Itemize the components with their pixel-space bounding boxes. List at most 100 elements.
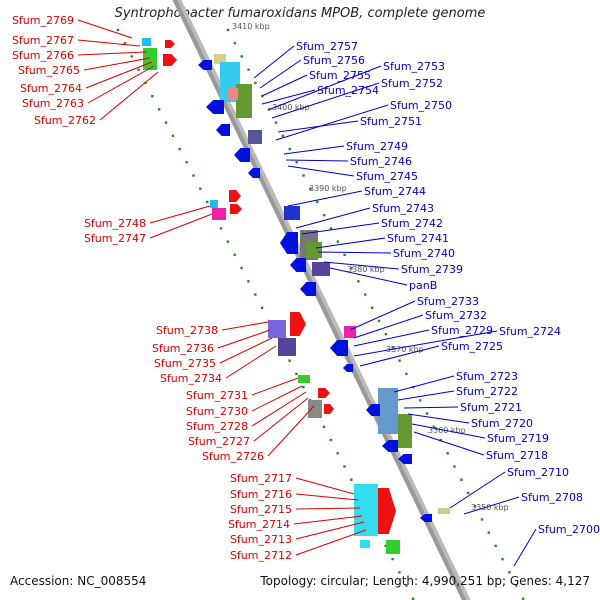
gene-label-reverse[interactable]: Sfum_2751 (360, 115, 422, 128)
gene-label-reverse[interactable]: Sfum_2733 (417, 295, 479, 308)
gene-label-reverse[interactable]: Sfum_2757 (296, 40, 358, 53)
gene-label-reverse[interactable]: Sfum_2746 (350, 155, 412, 168)
leader-line-reverse (259, 59, 302, 89)
gene-label-forward[interactable]: Sfum_2728 (186, 420, 248, 433)
gene-label-reverse[interactable]: Sfum_2732 (425, 309, 487, 322)
gene-glyph-forward (212, 208, 226, 220)
gene-glyph-forward (298, 375, 310, 383)
gene-glyph-forward (318, 388, 330, 398)
gene-label-reverse[interactable]: Sfum_2743 (372, 202, 434, 215)
gene-label-forward[interactable]: Sfum_2767 (12, 34, 74, 47)
leader-line-forward (85, 61, 153, 89)
gene-glyph-reverse (438, 508, 450, 514)
ruler-dot (178, 147, 181, 151)
leader-line-reverse (353, 330, 498, 357)
gene-label-forward[interactable]: Sfum_2717 (230, 472, 292, 485)
ruler-dot (295, 372, 298, 376)
gene-label-forward[interactable]: Sfum_2764 (20, 82, 82, 95)
gene-label-forward[interactable]: Sfum_2735 (154, 357, 216, 370)
ruler-dot (226, 240, 230, 243)
gene-glyph-reverse (290, 258, 306, 272)
gene-label-forward[interactable]: Sfum_2730 (186, 405, 248, 418)
ruler-dot (130, 55, 133, 58)
gene-glyph-forward (278, 338, 296, 356)
ruler-dot (157, 108, 161, 111)
gene-label-reverse[interactable]: Sfum_2700 (538, 523, 600, 536)
ruler-dot (515, 584, 518, 587)
ruler-dot (281, 134, 285, 138)
ruler-dot (185, 161, 188, 164)
gene-label-forward[interactable]: Sfum_2747 (84, 232, 146, 245)
gene-glyph-reverse (306, 242, 322, 258)
gene-label-forward[interactable]: Sfum_2738 (156, 324, 218, 337)
gene-label-reverse[interactable]: Sfum_2749 (346, 140, 408, 153)
gene-label-reverse[interactable]: Sfum_2744 (364, 185, 426, 198)
gene-label-forward[interactable]: Sfum_2716 (230, 488, 292, 501)
gene-label-forward[interactable]: Sfum_2763 (22, 97, 84, 110)
leader-line-reverse (287, 190, 363, 207)
ruler-dot (233, 42, 237, 45)
gene-label-forward[interactable]: Sfum_2762 (34, 114, 96, 127)
gene-label-reverse[interactable]: Sfum_2723 (456, 370, 518, 383)
gene-label-reverse[interactable]: Sfum_2724 (499, 325, 561, 338)
ruler-dot (316, 200, 319, 204)
leader-line-forward (77, 19, 133, 39)
gene-label-forward[interactable]: Sfum_2765 (18, 64, 80, 77)
ruler-dot (467, 491, 470, 495)
gene-label-reverse[interactable]: Sfum_2739 (401, 263, 463, 276)
gene-label-reverse[interactable]: Sfum_2753 (383, 60, 445, 73)
gene-label-reverse[interactable]: Sfum_2742 (381, 217, 443, 230)
leader-line-reverse (287, 165, 355, 177)
gene-label-reverse[interactable]: Sfum_2745 (356, 170, 418, 183)
gene-label-forward[interactable]: Sfum_2712 (230, 549, 292, 562)
gene-label-reverse[interactable]: Sfum_2754 (317, 84, 379, 97)
gene-label-reverse[interactable]: Sfum_2729 (431, 324, 493, 337)
gene-glyph-forward (163, 54, 177, 66)
gene-label-forward[interactable]: Sfum_2766 (12, 49, 74, 62)
leader-line-forward (295, 521, 365, 540)
gene-label-forward[interactable]: Sfum_2748 (84, 217, 146, 230)
gene-label-reverse[interactable]: Sfum_2740 (393, 247, 455, 260)
gene-glyph-reverse (398, 454, 412, 464)
ruler-tick-label: 3370 kbp (386, 345, 424, 354)
gene-label-forward[interactable]: Sfum_2713 (230, 533, 292, 546)
gene-glyph-reverse (312, 262, 330, 276)
ruler-dot (171, 134, 175, 138)
gene-label-forward[interactable]: Sfum_2731 (186, 389, 248, 402)
gene-label-forward[interactable]: Sfum_2736 (152, 342, 214, 355)
ruler-dot (432, 425, 436, 429)
gene-label-reverse[interactable]: Sfum_2722 (456, 385, 518, 398)
gene-label-forward[interactable]: Sfum_2769 (12, 14, 74, 27)
ruler-dot (398, 571, 401, 574)
gene-features-layer (142, 38, 450, 554)
gene-label-reverse[interactable]: Sfum_2755 (309, 69, 371, 82)
gene-label-reverse[interactable]: Sfum_2741 (387, 232, 449, 245)
gene-label-reverse[interactable]: Sfum_2710 (507, 466, 569, 479)
ruler-dot (226, 28, 230, 32)
gene-label-reverse[interactable]: Sfum_2756 (303, 54, 365, 67)
gene-label-reverse[interactable]: Sfum_2718 (486, 449, 548, 462)
gene-label-reverse[interactable]: Sfum_2719 (487, 432, 549, 445)
gene-label-forward[interactable]: Sfum_2726 (202, 450, 264, 463)
gene-label-reverse[interactable]: Sfum_2750 (390, 99, 452, 112)
gene-label-reverse[interactable]: Sfum_2752 (381, 77, 443, 90)
gene-glyph-reverse (382, 440, 398, 452)
gene-glyph-reverse (248, 168, 260, 178)
gene-glyph-reverse (330, 340, 348, 356)
leader-line-reverse (353, 314, 424, 339)
gene-label-forward[interactable]: Sfum_2727 (188, 435, 250, 448)
gene-label-reverse[interactable]: Sfum_2720 (471, 417, 533, 430)
gene-label-reverse[interactable]: Sfum_2725 (441, 340, 503, 353)
gene-label-forward[interactable]: Sfum_2734 (160, 372, 222, 385)
gene-label-forward[interactable]: Sfum_2714 (228, 518, 290, 531)
leader-line-reverse (261, 89, 316, 105)
gene-label-reverse[interactable]: Sfum_2721 (460, 401, 522, 414)
ruler-dot (199, 187, 202, 190)
gene-label-forward[interactable]: Sfum_2715 (230, 503, 292, 516)
gene-glyph-forward (354, 484, 378, 536)
gene-label-reverse[interactable]: panB (409, 279, 437, 292)
ruler-dot (453, 465, 456, 468)
gene-glyph-reverse (228, 88, 238, 100)
gene-label-reverse[interactable]: Sfum_2708 (521, 491, 583, 504)
ruler-dot (322, 213, 326, 217)
